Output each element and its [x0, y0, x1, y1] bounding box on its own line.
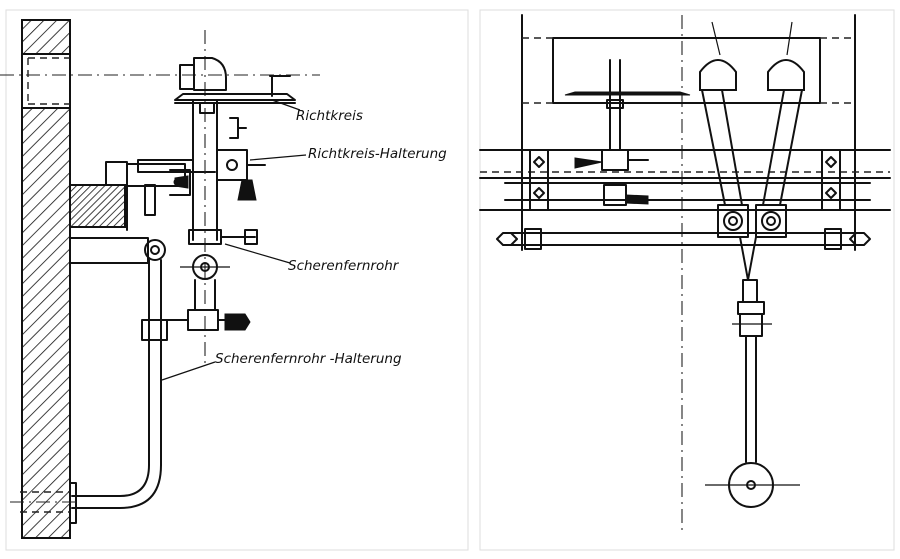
front-brackets: [529, 149, 841, 211]
wall-bracket: [69, 161, 216, 231]
support-pipe: [71, 259, 168, 509]
scissor-arms: [699, 21, 805, 206]
wall-section: [21, 19, 71, 539]
wall-anchor: [10, 482, 80, 524]
front-view-frame: [479, 9, 895, 551]
label-richtkreis-text: Richtkreis: [296, 108, 363, 124]
tie-rod: [496, 228, 871, 250]
label-scherenfernrohr-halterung: Scherenfernrohr -Halterung: [161, 351, 402, 381]
horizontal-arm: [69, 237, 166, 264]
front-view: [479, 9, 895, 551]
telescope-clamp: [166, 309, 251, 331]
side-view: Richtkreis Richtkreis-Halterung Scherenf…: [0, 9, 469, 551]
label-scherenfernrohr-text: Scherenfernrohr: [288, 258, 400, 274]
aiming-circle-clamp: [137, 149, 266, 201]
telescope-joint: [180, 254, 230, 311]
label-richtkreis-halterung: Richtkreis-Halterung: [249, 146, 447, 162]
label-scherenfernrohr: Scherenfernrohr: [224, 243, 400, 274]
scissor-hinge: [717, 204, 787, 303]
aiming-circle-head: [174, 57, 296, 139]
lower-stem: [705, 301, 800, 508]
platform-box: [522, 37, 855, 104]
label-scherenfernrohr-halterung-text: Scherenfernrohr -Halterung: [215, 351, 402, 367]
label-richtkreis: Richtkreis: [271, 99, 363, 124]
side-view-frame: [5, 9, 469, 551]
label-richtkreis-halterung-text: Richtkreis-Halterung: [308, 146, 447, 162]
